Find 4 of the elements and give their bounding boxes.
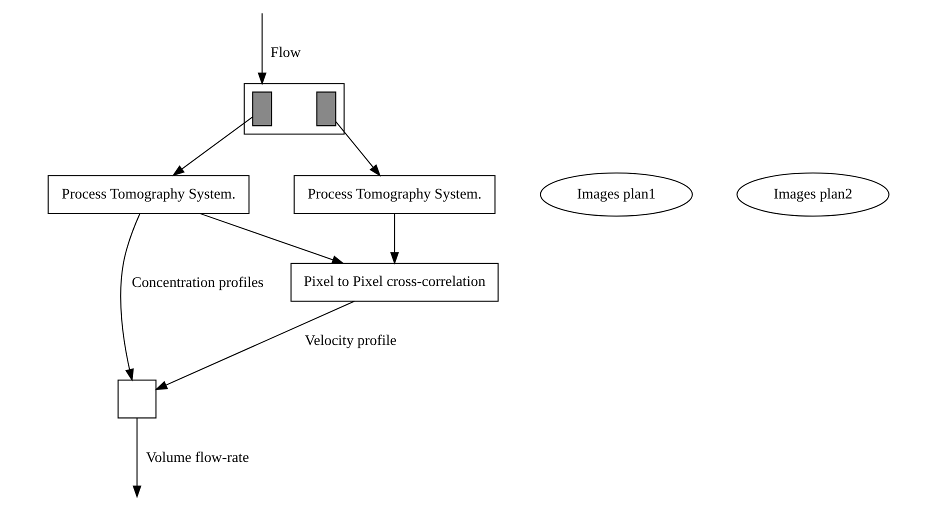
edge-label: Volume flow-rate (145, 450, 248, 466)
edge-label: Concentration profiles (131, 274, 264, 291)
edge-label: Velocity profile (304, 333, 396, 350)
edge-label: Flow (270, 45, 300, 62)
